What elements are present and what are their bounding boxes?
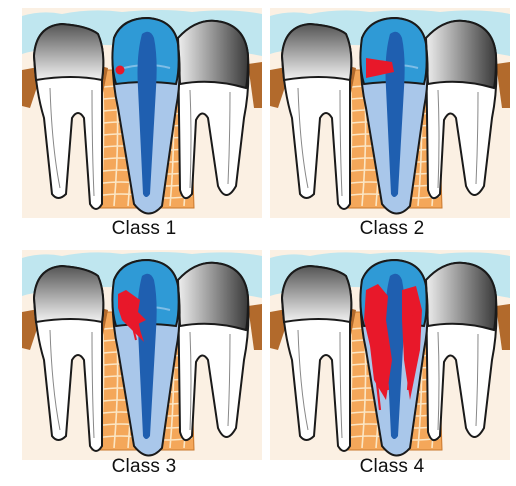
tooth-diagram-1 (22, 8, 266, 244)
tooth-diagram-2 (270, 8, 514, 244)
caption-class-2: Class 2 (270, 218, 514, 240)
left-molar-crown (34, 24, 103, 80)
right-tooth-crown (178, 21, 248, 88)
panel-class-4: Class 4 (270, 250, 514, 486)
right-tooth-crown (426, 21, 496, 88)
right-tooth-crown (426, 263, 496, 330)
lesion-spot (116, 66, 125, 75)
left-molar-crown (282, 24, 351, 80)
left-molar-crown (282, 266, 351, 322)
panel-class-3: Class 3 (22, 250, 266, 486)
caption-class-1: Class 1 (22, 218, 266, 240)
left-molar-crown (34, 266, 103, 322)
tooth-diagram-3 (22, 250, 266, 486)
caption-class-3: Class 3 (22, 456, 266, 478)
panel-class-2: Class 2 (270, 8, 514, 244)
panel-class-1: Class 1 (22, 8, 266, 244)
caption-class-4: Class 4 (270, 456, 514, 478)
tooth-diagram-4 (270, 250, 514, 486)
right-tooth-crown (178, 263, 248, 330)
